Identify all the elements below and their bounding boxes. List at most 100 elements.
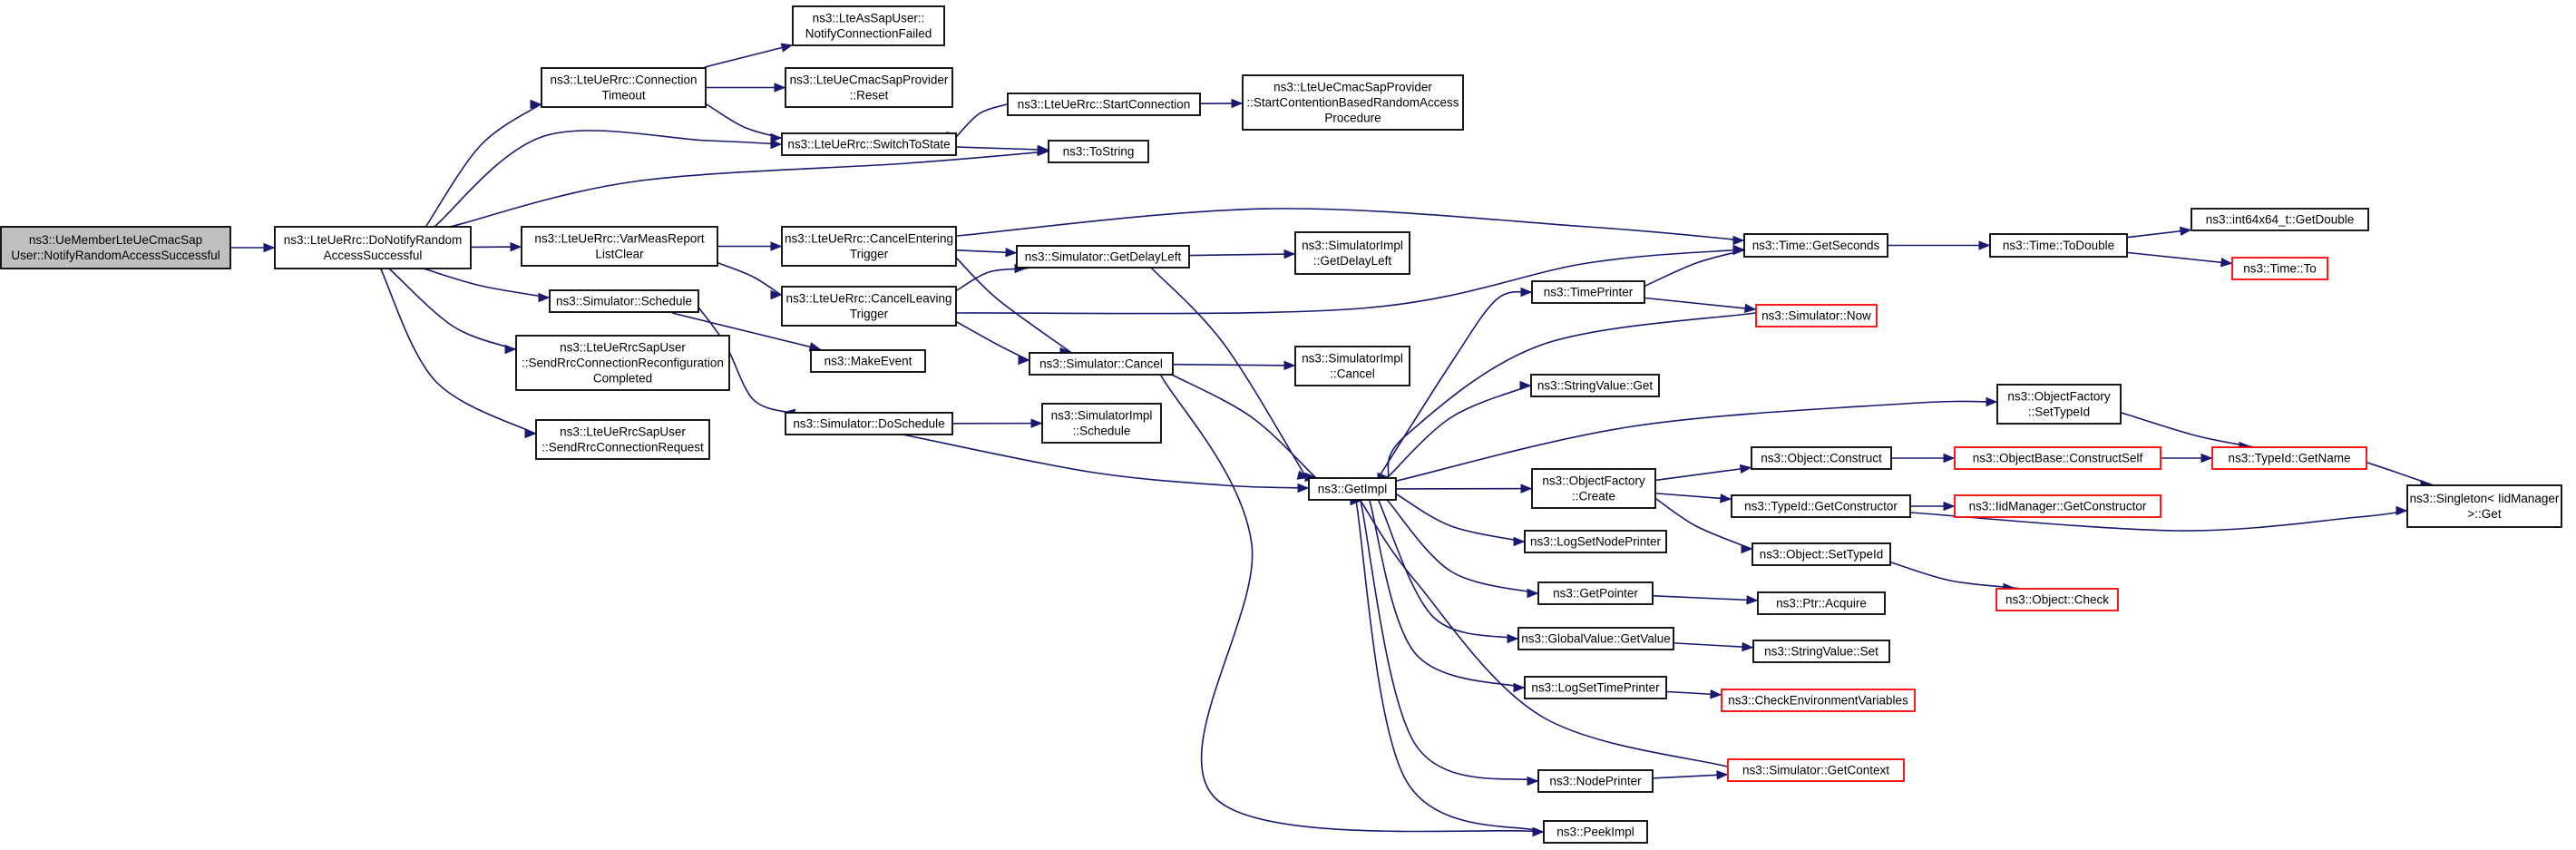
arrowhead — [2200, 453, 2213, 464]
edge-getimpl-to-factorycreate — [1396, 484, 1533, 493]
node-label-line: ns3::TimePrinter — [1544, 286, 1634, 299]
node-objsettypeid[interactable]: ns3::Object::SetTypeId — [1751, 542, 1891, 566]
node-box — [1755, 304, 1878, 327]
node-box — [541, 67, 707, 108]
node-label-line: ns3::GetPointer — [1553, 587, 1638, 601]
node-iidgetconstructor[interactable]: ns3::IidManager::GetConstructor — [1954, 494, 2161, 518]
edge-cancelentering-to-getdelayleft — [956, 247, 1018, 258]
node-schedule[interactable]: ns3::Simulator::Schedule — [549, 289, 699, 313]
node-logsetnodeprinter[interactable]: ns3::LogSetNodePrinter — [1524, 530, 1667, 553]
node-notifyfailed[interactable]: ns3::LteAsSapUser::NotifyConnectionFaile… — [792, 5, 945, 46]
node-getdouble[interactable]: ns3::int64x64_t::GetDouble — [2191, 208, 2369, 231]
node-label-line: ListClear — [595, 248, 644, 261]
node-constructself[interactable]: ns3::ObjectBase::ConstructSelf — [1954, 446, 2161, 470]
arrowhead — [1739, 464, 1752, 474]
node-objconstruct[interactable]: ns3::Object::Construct — [1751, 446, 1892, 470]
node-label-line: ns3::LteUeRrc::SwitchToState — [787, 138, 950, 151]
node-box — [1537, 581, 1654, 605]
node-label-line: ns3::GetImpl — [1318, 483, 1388, 496]
node-label-line: ns3::SimulatorImpl — [1302, 239, 1403, 252]
edge-conntimeout-to-notifyfailed — [704, 43, 794, 68]
node-timeto[interactable]: ns3::Time::To — [2231, 257, 2328, 280]
node-nodeprinter[interactable]: ns3::NodePrinter — [1537, 769, 1654, 793]
arrowhead — [1710, 689, 1722, 699]
node-stringvalueset[interactable]: ns3::StringValue::Set — [1752, 640, 1890, 663]
node-box — [1954, 494, 2161, 518]
arrowhead — [1732, 245, 1745, 256]
node-label-line: ns3::Time::ToDouble — [2003, 239, 2114, 252]
edge-timeprinter-to-simnow — [1644, 297, 1757, 314]
node-doschedule[interactable]: ns3::Simulator::DoSchedule — [785, 412, 953, 435]
node-typeidgetname[interactable]: ns3::TypeId::GetName — [2211, 446, 2367, 470]
node-box — [1530, 374, 1660, 397]
arrowhead — [1507, 633, 1519, 644]
edge-getimpl-to-setypeid_factory — [1379, 396, 2005, 486]
node-typeidgetconstructor[interactable]: ns3::TypeId::GetConstructor — [1731, 494, 1911, 518]
node-makeevent[interactable]: ns3::MakeEvent — [810, 349, 926, 373]
edge-simcancel-to-implcancel — [1173, 360, 1296, 371]
arrowhead — [780, 43, 794, 53]
node-getpointer[interactable]: ns3::GetPointer — [1537, 581, 1654, 605]
node-ptracquire[interactable]: ns3::Ptr::Acquire — [1757, 591, 1886, 615]
node-objcheck[interactable]: ns3::Object::Check — [1995, 588, 2119, 611]
node-sendrequest[interactable]: ns3::LteUeRrcSapUser::SendRrcConnectionR… — [535, 419, 710, 460]
node-box — [1517, 627, 1674, 650]
node-tostring[interactable]: ns3::ToString — [1048, 140, 1149, 163]
node-startcontention[interactable]: ns3::LteUeCmacSapProvider::StartContenti… — [1242, 74, 1464, 131]
node-box — [1041, 403, 1162, 444]
edge-simcancel-to-getimpl — [1166, 371, 1321, 483]
node-label-line: Timeout — [601, 89, 646, 103]
node-label-line: ns3::ObjectFactory — [2007, 390, 2111, 404]
node-logsettimeprinter[interactable]: ns3::LogSetTimePrinter — [1524, 676, 1667, 699]
node-box — [1996, 384, 2122, 425]
node-switchtostate[interactable]: ns3::LteUeRrc::SwitchToState — [781, 132, 957, 156]
node-box — [1751, 446, 1892, 470]
node-simnow[interactable]: ns3::Simulator::Now — [1755, 304, 1878, 327]
node-peekimpl[interactable]: ns3::PeekImpl — [1543, 820, 1648, 844]
node-factorycreate[interactable]: ns3::ObjectFactory::Create — [1531, 468, 1656, 509]
node-label-line: ns3::Simulator::Cancel — [1039, 357, 1163, 371]
edge-getimpl-to-globalvalue — [1373, 491, 1525, 644]
node-getdelayleft[interactable]: ns3::Simulator::GetDelayLeft — [1016, 245, 1190, 269]
arrowhead — [1716, 770, 1729, 780]
node-box — [781, 226, 957, 267]
edge-donotify-to-varmeas — [471, 241, 522, 252]
node-timeprinter[interactable]: ns3::TimePrinter — [1531, 280, 1645, 304]
node-label-line: ns3::LteUeRrcSapUser — [560, 341, 686, 355]
node-label-line: Trigger — [850, 308, 889, 321]
node-startconnection[interactable]: ns3::LteUeRrc::StartConnection — [1007, 93, 1201, 116]
node-box — [1989, 233, 2128, 258]
node-globalvalue[interactable]: ns3::GlobalValue::GetValue — [1517, 627, 1674, 650]
arrowhead — [770, 139, 783, 150]
nodes-layer: ns3::UeMemberLteUeCmacSapUser::NotifyRan… — [0, 5, 2562, 844]
node-todouble[interactable]: ns3::Time::ToDouble — [1989, 233, 2128, 258]
node-implschedule[interactable]: ns3::SimulatorImpl::Schedule — [1041, 403, 1162, 444]
node-box — [781, 132, 957, 156]
node-simcancel[interactable]: ns3::Simulator::Cancel — [1029, 352, 1174, 376]
node-donotify[interactable]: ns3::LteUeRrc::DoNotifyRandomAccessSucce… — [274, 226, 472, 269]
edge-getseconds-to-todouble — [1888, 240, 1991, 250]
node-getseconds[interactable]: ns3::Time::GetSeconds — [1743, 233, 1888, 258]
node-getcontext[interactable]: ns3::Simulator::GetContext — [1727, 758, 1905, 782]
node-stringvalueget[interactable]: ns3::StringValue::Get — [1530, 374, 1660, 397]
node-implgetdelayleft[interactable]: ns3::SimulatorImpl::GetDelayLeft — [1294, 231, 1410, 275]
edge-cancelentering-to-getseconds — [932, 208, 1756, 246]
node-label-line: ns3::CheckEnvironmentVariables — [1728, 694, 1908, 708]
arrowhead — [774, 83, 786, 93]
node-getimpl[interactable]: ns3::GetImpl — [1308, 477, 1397, 501]
node-sendreconf[interactable]: ns3::LteUeRrcSapUser::SendRrcConnectionR… — [515, 335, 730, 391]
node-cmacreset[interactable]: ns3::LteUeCmacSapProvider::Reset — [785, 67, 953, 108]
node-label-line: Procedure — [1324, 112, 1381, 125]
node-box — [1308, 477, 1397, 501]
node-label-line: Trigger — [850, 248, 889, 261]
node-implcancel[interactable]: ns3::SimulatorImpl::Cancel — [1294, 346, 1410, 386]
node-checkenv[interactable]: ns3::CheckEnvironmentVariables — [1721, 689, 1916, 712]
edge-doschedule-to-getimpl — [893, 432, 1315, 493]
node-setypeid_factory[interactable]: ns3::ObjectFactory::SetTypeId — [1996, 384, 2122, 425]
node-singletonget[interactable]: ns3::Singleton< IidManager >::Get — [2406, 484, 2562, 528]
